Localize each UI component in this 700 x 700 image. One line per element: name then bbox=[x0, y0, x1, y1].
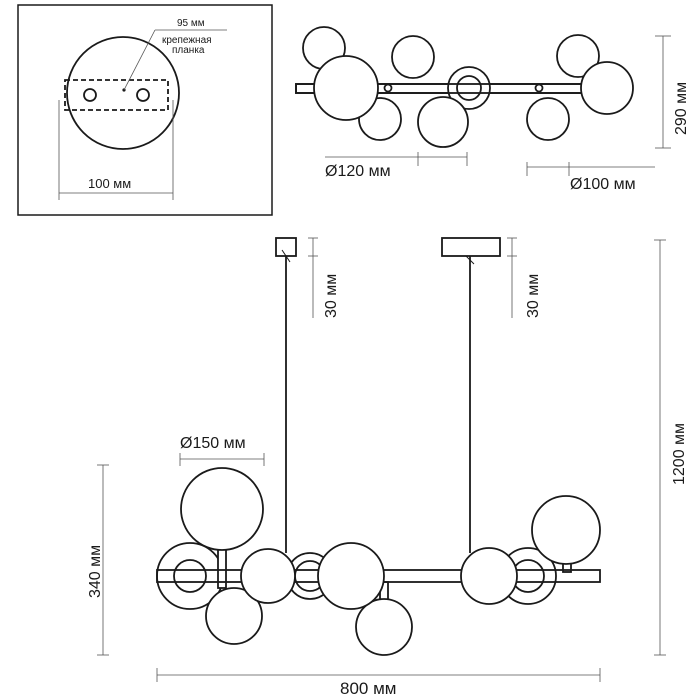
glass-shade bbox=[205, 587, 263, 645]
canopy-circle bbox=[66, 36, 180, 150]
glass-shade bbox=[417, 96, 469, 148]
cable-right-label: 30 мм bbox=[525, 274, 542, 318]
glass-shade bbox=[391, 35, 435, 79]
large-shade-diameter-label: Ø120 мм bbox=[325, 163, 391, 180]
mounting-plate-outline bbox=[64, 79, 169, 111]
total-height-label: 1200 мм bbox=[671, 423, 688, 485]
front-view: 30 мм 30 мм 1200 мм 340 мм Ø150 мм bbox=[87, 237, 688, 698]
top-height-label: 290 мм bbox=[673, 82, 690, 135]
glass-shade bbox=[313, 55, 379, 121]
canopy-small bbox=[275, 237, 297, 257]
cable-left-label: 30 мм bbox=[323, 274, 340, 318]
glass-shade bbox=[531, 495, 601, 565]
mounting-plate-view: 95 мм крепежная планка 100 мм bbox=[17, 4, 273, 216]
plate-name-label: планка bbox=[172, 45, 205, 56]
glass-shade bbox=[355, 598, 413, 656]
canopy-large bbox=[441, 237, 501, 257]
shade-diameter-label: Ø150 мм bbox=[180, 435, 246, 452]
screw-hole bbox=[136, 88, 150, 102]
canopy-diameter-label: 100 мм bbox=[88, 176, 131, 191]
small-shade-diameter-label: Ø100 мм bbox=[570, 176, 636, 193]
glass-shade bbox=[556, 34, 600, 78]
glass-shade bbox=[317, 542, 385, 610]
leader-line bbox=[123, 29, 156, 91]
plate-name-label: крепежная bbox=[162, 35, 212, 46]
glass-shade bbox=[460, 547, 518, 605]
top-view: 290 мм Ø120 мм Ø100 мм bbox=[295, 26, 690, 193]
fixture-height-label: 340 мм bbox=[87, 545, 104, 598]
glass-shade bbox=[526, 97, 570, 141]
canopy-ring-inner bbox=[456, 75, 482, 101]
screw-hole bbox=[83, 88, 97, 102]
glass-shade bbox=[580, 61, 634, 115]
glass-shade bbox=[180, 467, 264, 551]
glass-shade bbox=[240, 548, 296, 604]
plate-width-label: 95 мм bbox=[177, 18, 205, 29]
total-width-label: 800 мм bbox=[340, 679, 396, 698]
